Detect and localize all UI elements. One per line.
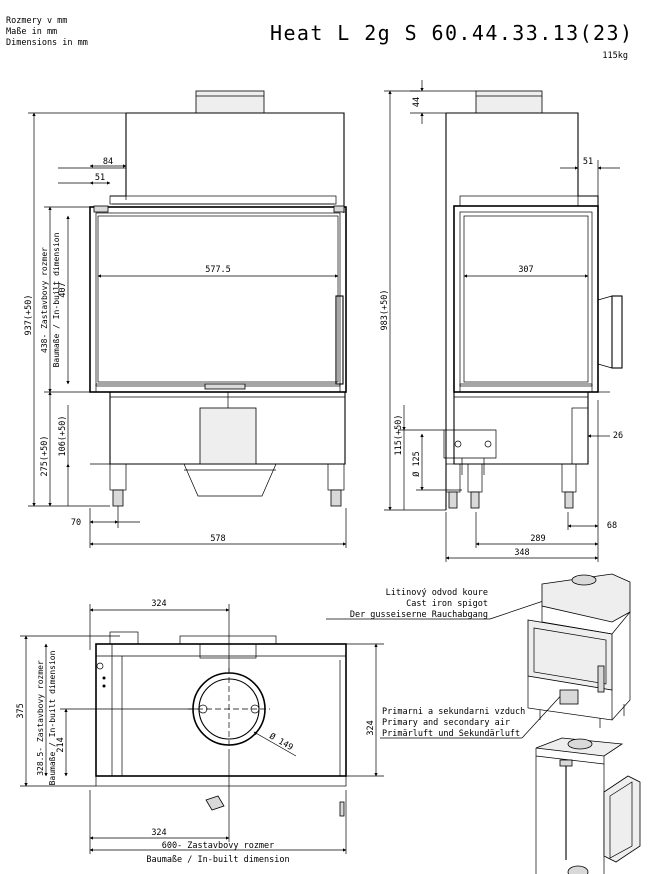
units-de: Maße in mm bbox=[6, 27, 57, 37]
dim-top-inbuilt-v: 328.5- Zastavbovy rozmer bbox=[36, 660, 45, 776]
note-spigot-cz: Litinový odvod koure bbox=[386, 588, 488, 598]
dim-top-324-bottom: 324 bbox=[151, 828, 166, 838]
dim-top-324-top: 324 bbox=[151, 599, 166, 609]
dim-front-inbuilt-v: 438- Zastavbovy rozmer bbox=[40, 247, 49, 353]
front-glass bbox=[97, 215, 339, 383]
dim-side-289: 289 bbox=[530, 534, 545, 544]
note-air-de: Primärluft und Sekundärluft bbox=[382, 729, 520, 739]
top-body-outline bbox=[95, 643, 347, 777]
front-door-handle bbox=[335, 295, 344, 385]
front-dimensions: 84 51 577.5 937(+50) 438- Zastavbovy roz… bbox=[24, 112, 347, 548]
dim-side-height: 983(+50) bbox=[380, 290, 390, 331]
dim-side-26: 26 bbox=[613, 431, 623, 441]
dim-top-inbuilt-v2: Baumaße / In-built dimension bbox=[48, 650, 57, 785]
front-air-box bbox=[199, 407, 257, 465]
dim-top-324-right: 324 bbox=[366, 720, 376, 735]
dim-side-307: 307 bbox=[518, 265, 533, 275]
dim-front-70: 70 bbox=[71, 518, 81, 528]
dim-top-149: Ø 149 bbox=[267, 731, 295, 753]
dim-front-height: 937(+50) bbox=[24, 295, 34, 336]
iso-view-bottom bbox=[535, 737, 641, 874]
note-air-en: Primary and secondary air bbox=[382, 718, 510, 728]
front-leg-left bbox=[109, 463, 127, 491]
side-glass bbox=[463, 215, 589, 383]
front-flue-collar bbox=[195, 90, 265, 114]
side-dimensions: 44 51 307 983(+50) 115(+50) Ø 125 26 289… bbox=[380, 80, 623, 562]
note-air-cz: Primarni a sekundarni vzduch bbox=[382, 707, 525, 717]
weight-label: 115kg bbox=[602, 51, 628, 61]
dim-side-68: 68 bbox=[607, 521, 617, 531]
dim-front-577: 577.5 bbox=[205, 265, 231, 275]
side-view bbox=[443, 90, 623, 510]
top-view bbox=[95, 631, 347, 817]
note-spigot-de: Der gusseiserne Rauchabgang bbox=[350, 610, 488, 620]
side-lower-box bbox=[453, 392, 589, 465]
side-door-handle bbox=[611, 295, 623, 369]
front-top-panel bbox=[110, 112, 345, 213]
dim-front-275: 275(+50) bbox=[40, 436, 50, 477]
dim-side-125: Ø 125 bbox=[411, 451, 422, 477]
dim-front-51: 51 bbox=[95, 173, 105, 183]
dim-side-51: 51 bbox=[583, 157, 593, 167]
side-air-inlet-plate bbox=[443, 429, 497, 459]
dim-side-115: 115(+50) bbox=[394, 415, 404, 456]
front-ash-hopper bbox=[183, 463, 277, 497]
side-door-frame bbox=[453, 205, 599, 393]
model-title: Heat L 2g S 60.44.33.13(23) bbox=[270, 21, 632, 45]
front-door-frame bbox=[89, 206, 347, 393]
iso-glass-bottom bbox=[603, 775, 641, 863]
dim-front-84: 84 bbox=[103, 157, 113, 167]
units-en: Dimensions in mm bbox=[6, 38, 88, 48]
dim-side-348: 348 bbox=[514, 548, 529, 558]
dim-front-578: 578 bbox=[210, 534, 225, 544]
notes: Litinový odvod koure Cast iron spigot De… bbox=[326, 588, 577, 739]
iso-view-top bbox=[527, 573, 631, 728]
dim-front-407: 407 bbox=[58, 282, 68, 297]
front-leg-right bbox=[327, 463, 345, 491]
note-spigot-en: Cast iron spigot bbox=[406, 599, 488, 609]
dim-top-214: 214 bbox=[56, 737, 66, 752]
units-cz: Rozmery v mm bbox=[6, 16, 67, 26]
side-top-panel bbox=[446, 112, 599, 206]
dim-side-44: 44 bbox=[412, 97, 422, 107]
front-view bbox=[89, 90, 347, 507]
side-flue-collar bbox=[475, 90, 543, 114]
units-note: Rozmery v mm Maße in mm Dimensions in mm bbox=[6, 16, 88, 48]
dim-top-375: 375 bbox=[16, 703, 26, 718]
dim-front-inbuilt-v2: Baumaße / In-built dimension bbox=[52, 232, 61, 367]
dim-front-106: 106(+50) bbox=[58, 416, 68, 457]
dim-top-inbuilt-h2: Baumaße / In-built dimension bbox=[146, 855, 289, 865]
top-dimensions: 324 375 328.5- Zastavbovy rozmer Baumaße… bbox=[16, 599, 384, 865]
dim-top-inbuilt-h: 600- Zastavbovy rozmer bbox=[162, 841, 275, 851]
